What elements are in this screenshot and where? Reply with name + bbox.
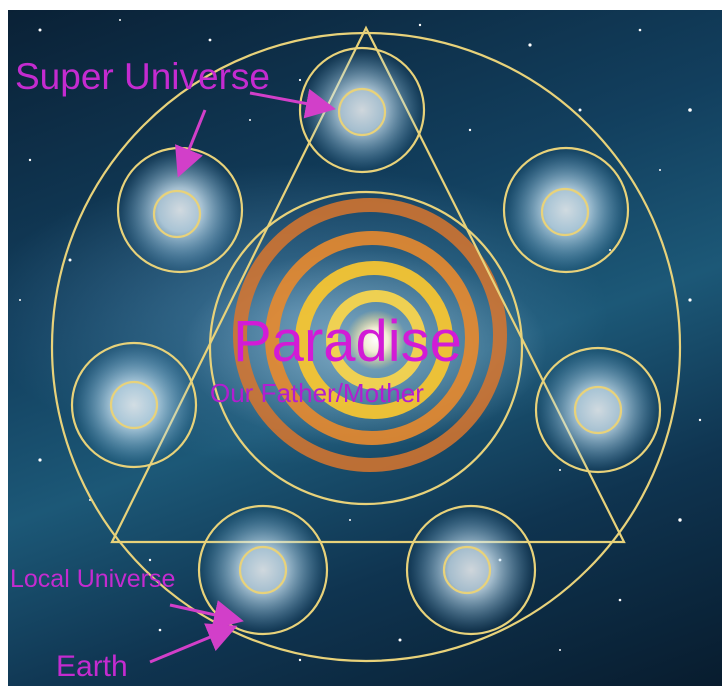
label-earth: Earth <box>56 650 128 684</box>
arrow-earth <box>150 628 232 662</box>
diagram-subtitle: Our Father/Mother <box>210 378 424 409</box>
super-universe-top <box>300 48 424 172</box>
super-universe-lower-right <box>407 506 535 634</box>
super-universe-upper-right <box>504 148 628 272</box>
super-universe-right <box>536 348 660 472</box>
label-super-universe: Super Universe <box>15 56 270 98</box>
super-universe-upper-left <box>118 148 242 272</box>
super-universe-left <box>72 343 196 467</box>
diagram-title: Paradise <box>233 308 462 375</box>
label-local-universe: Local Universe <box>10 565 175 594</box>
